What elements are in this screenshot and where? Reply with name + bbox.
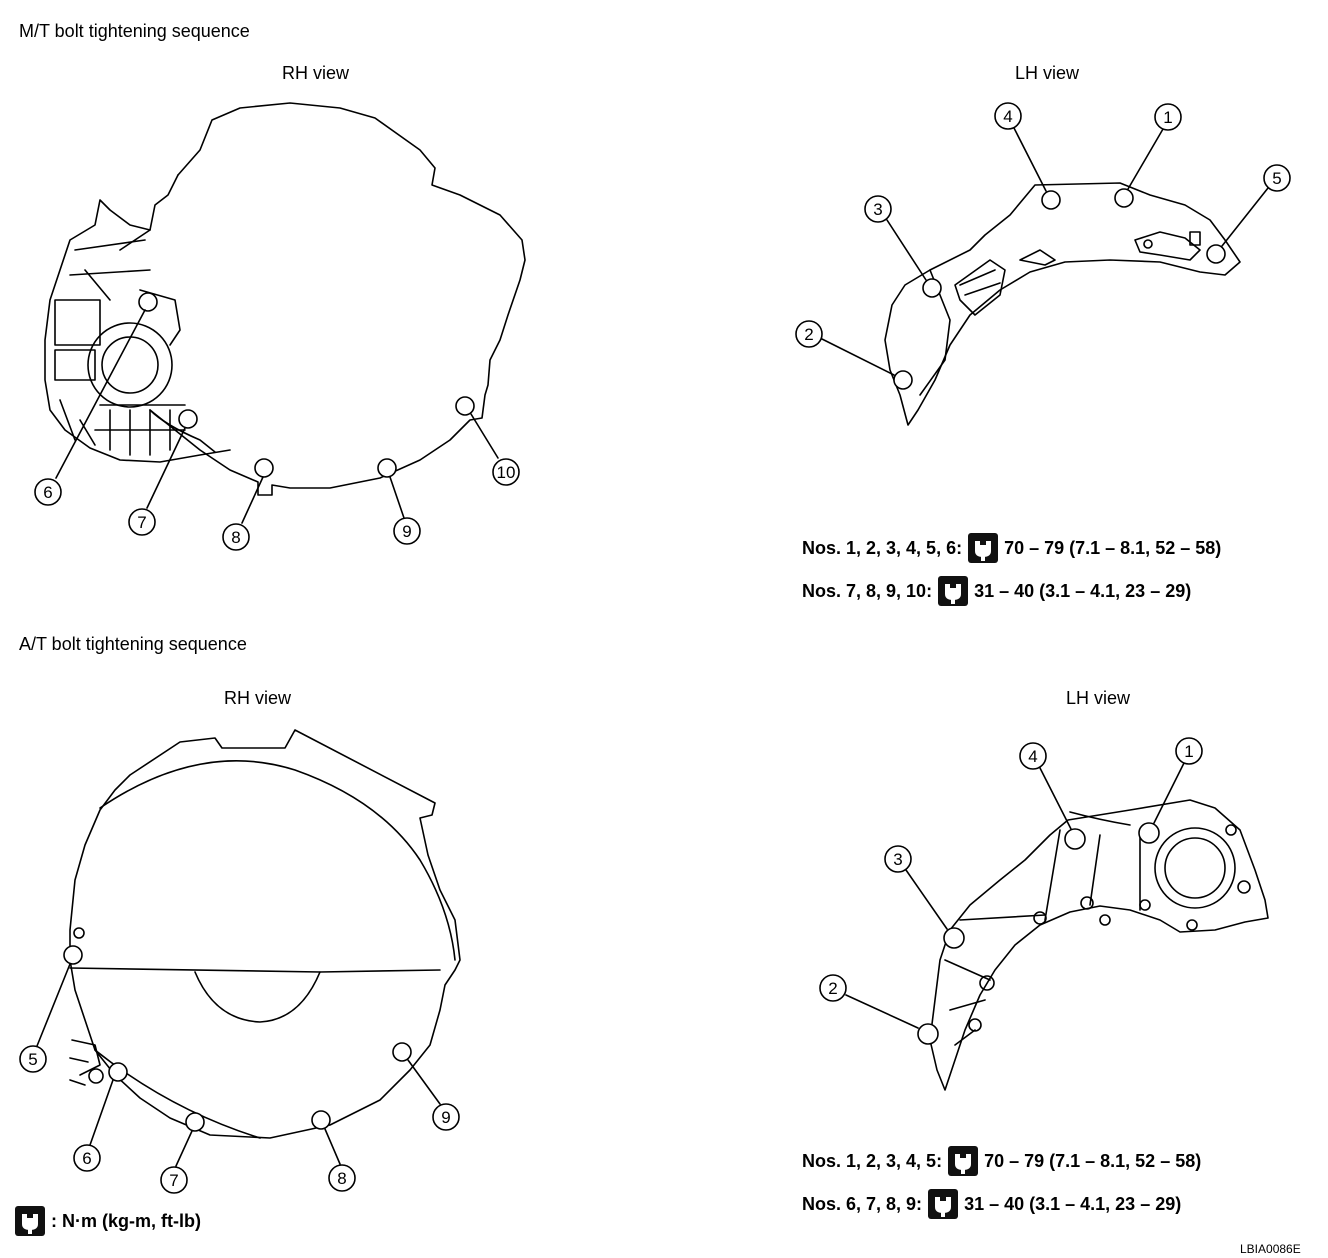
callout-number: 2	[828, 979, 837, 998]
callout-number: 3	[873, 200, 882, 219]
callout-number: 4	[1028, 747, 1037, 766]
torque-wrench-icon	[968, 533, 999, 563]
callout-number: 5	[1272, 169, 1281, 188]
torque-unit-legend: : N·m (kg-m, ft-lb)	[15, 1206, 201, 1236]
at-spec-2-label: Nos. 6, 7, 8, 9:	[802, 1193, 923, 1214]
mt-section-title: M/T bolt tightening sequence	[19, 21, 250, 41]
at-rh-housing	[69, 729, 461, 1139]
callout-number: 3	[893, 850, 902, 869]
callout-number: 4	[1003, 107, 1012, 126]
callout-number: 6	[82, 1149, 91, 1168]
callout-number: 2	[804, 325, 813, 344]
at-rh-bolts	[63, 945, 412, 1132]
at-rh-view-title: RH view	[224, 688, 292, 708]
at-spec-1: Nos. 1, 2, 3, 4, 5: 70 – 79 (7.1 – 8.1, …	[802, 1146, 1201, 1176]
mt-lh-bolts	[893, 188, 1226, 390]
torque-wrench-icon	[948, 1146, 979, 1176]
callout-number: 9	[402, 522, 411, 541]
mt-spec-1-value: 70 – 79 (7.1 – 8.1, 52 – 58)	[1004, 537, 1222, 558]
torque-wrench-icon	[938, 576, 969, 606]
callout-number: 1	[1163, 108, 1172, 127]
at-spec-2-value: 31 – 40 (3.1 – 4.1, 23 – 29)	[964, 1193, 1182, 1214]
at-lh-bolts	[917, 822, 1160, 1045]
callout-number: 6	[43, 483, 52, 502]
at-spec-2: Nos. 6, 7, 8, 9: 31 – 40 (3.1 – 4.1, 23 …	[802, 1189, 1181, 1219]
mt-rh-housing	[44, 102, 526, 496]
at-spec-1-value: 70 – 79 (7.1 – 8.1, 52 – 58)	[984, 1150, 1202, 1171]
mt-rh-leaders	[55, 309, 499, 524]
mt-lh-view-title: LH view	[1015, 63, 1080, 83]
mt-rh-bolts	[138, 292, 475, 478]
mt-lh-callout-numbers: 1 2 3 4 5	[804, 107, 1281, 344]
torque-unit-legend-text: : N·m (kg-m, ft-lb)	[51, 1210, 201, 1231]
mt-spec-1-label: Nos. 1, 2, 3, 4, 5, 6:	[802, 537, 963, 558]
at-spec-1-label: Nos. 1, 2, 3, 4, 5:	[802, 1150, 943, 1171]
torque-wrench-icon	[928, 1189, 959, 1219]
mt-spec-2-value: 31 – 40 (3.1 – 4.1, 23 – 29)	[974, 580, 1192, 601]
mt-rh-view-title: RH view	[282, 63, 350, 83]
torque-wrench-icon	[15, 1206, 45, 1236]
mt-lh-callouts	[795, 102, 1291, 348]
mt-spec-1: Nos. 1, 2, 3, 4, 5, 6: 70 – 79 (7.1 – 8.…	[802, 533, 1221, 563]
at-rh-leaders	[36, 963, 441, 1167]
mt-lh-leaders	[821, 127, 1269, 376]
mt-spec-2-label: Nos. 7, 8, 9, 10:	[802, 580, 933, 601]
at-rh-callout-numbers: 5 6 7 8 9	[28, 1050, 450, 1190]
callout-number: 1	[1184, 742, 1193, 761]
at-section-title: A/T bolt tightening sequence	[19, 634, 247, 654]
mt-spec-2: Nos. 7, 8, 9, 10: 31 – 40 (3.1 – 4.1, 23…	[802, 576, 1191, 606]
at-lh-callouts	[819, 737, 1203, 1002]
callout-number: 5	[28, 1050, 37, 1069]
at-lh-housing	[929, 799, 1269, 1091]
callout-number: 10	[497, 463, 516, 482]
mt-lh-housing	[884, 182, 1241, 426]
callout-number: 7	[169, 1171, 178, 1190]
mt-rh-callout-numbers: 6 7 8 9 10	[43, 463, 515, 547]
at-lh-view-title: LH view	[1066, 688, 1131, 708]
callout-number: 8	[231, 528, 240, 547]
callout-number: 9	[441, 1108, 450, 1127]
mt-rh-callouts	[34, 458, 520, 551]
figure-code: LBIA0086E	[1240, 1242, 1301, 1256]
callout-number: 7	[137, 513, 146, 532]
at-lh-callout-numbers: 1 2 3 4	[828, 742, 1193, 998]
at-rh-callouts	[19, 1045, 460, 1194]
at-lh-leaders	[845, 762, 1185, 1029]
callout-number: 8	[337, 1169, 346, 1188]
